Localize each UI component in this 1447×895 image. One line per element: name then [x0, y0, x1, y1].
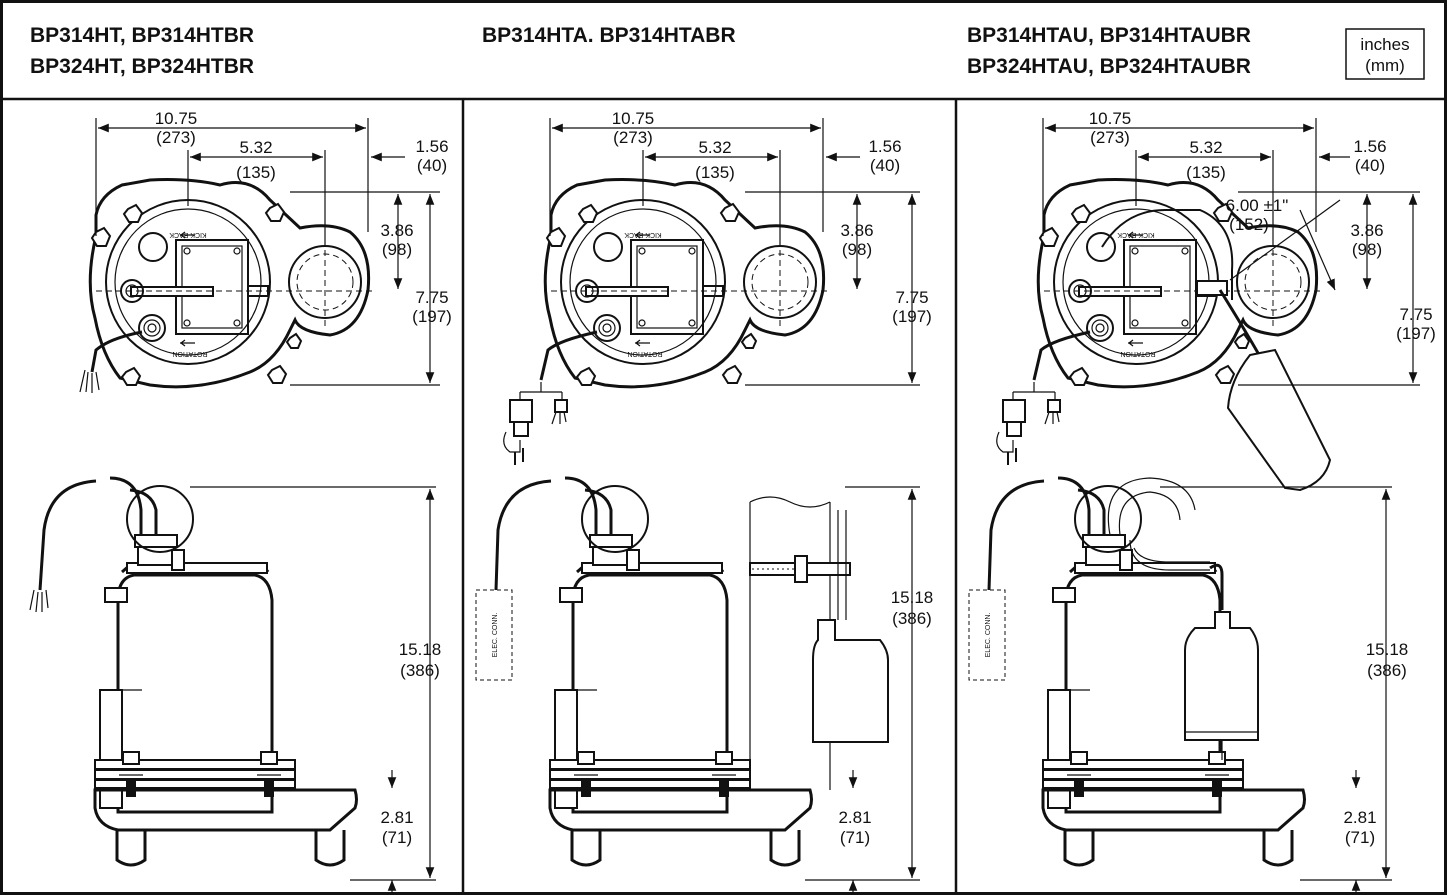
col3-dim-offset-mm: (40) [1355, 156, 1385, 175]
col2-dim-center-in: 5.32 [698, 138, 731, 157]
col3-dim-height-in: 15.18 [1366, 640, 1409, 659]
col1-dim-inlet-in: 2.81 [380, 808, 413, 827]
col1-dim-center-in: 5.32 [239, 138, 272, 157]
col2-dim-offset-in: 1.56 [868, 137, 901, 156]
col1-dim-half-mm: (98) [382, 240, 412, 259]
col1-top-view: 10.75 (273) 5.32 (135) 1.56 (40) 3.86 (9… [79, 109, 452, 393]
col1-dim-center-mm: (135) [236, 163, 276, 182]
col3-dim-tether-in: 6.00 ±1" [1226, 196, 1289, 215]
col3-rotation-label: ROTATION [1120, 350, 1155, 357]
col2-dim-depth-mm: (197) [892, 307, 932, 326]
col3-dim-half-mm: (98) [1352, 240, 1382, 259]
col2-dim-inlet-mm: (71) [840, 828, 870, 847]
col3-dim-width-in: 10.75 [1089, 109, 1132, 128]
col1-dim-height-mm: (386) [400, 661, 440, 680]
col3-elec-conn-label: ELEC. CONN. [985, 613, 992, 658]
col2-dim-height-mm: (386) [892, 609, 932, 628]
units-inches: inches [1360, 35, 1409, 54]
col3-dim-depth-mm: (197) [1396, 324, 1436, 343]
units-mm: (mm) [1365, 56, 1405, 75]
col1-side-view: 15.18 (386) 2.81 (71) [29, 476, 442, 895]
col1-dim-height-in: 15.18 [399, 640, 442, 659]
col3-dim-inlet-in: 2.81 [1343, 808, 1376, 827]
col3-dim-depth-in: 7.75 [1399, 305, 1432, 324]
col2-dim-height-in: 15.18 [891, 588, 934, 607]
units-box: inches (mm) [1345, 28, 1425, 80]
col3-elec-conn-box [968, 589, 1006, 681]
col3-kick-back-label: KICK BACK [1117, 231, 1155, 238]
col2-dim-half-in: 3.86 [840, 221, 873, 240]
col1-dim-offset-mm: (40) [417, 156, 447, 175]
col1-dim-width-in: 10.75 [155, 109, 198, 128]
col3-dim-center-mm: (135) [1186, 163, 1226, 182]
header-col3-line1: BP314HTAU, BP314HTAUBR [967, 24, 1251, 47]
col3-dim-tether-mm: (152) [1229, 215, 1269, 234]
col3-dim-center-in: 5.32 [1189, 138, 1222, 157]
col1-dim-inlet-mm: (71) [382, 828, 412, 847]
col2-top-view: 10.75 (273) 5.32 (135) 1.56 (40) 3.86 (9… [503, 109, 932, 465]
col2-elec-conn-box [475, 589, 513, 681]
col2-dim-depth-in: 7.75 [895, 288, 928, 307]
header-col1-line1: BP314HT, BP314HTBR [30, 24, 254, 47]
col1-dim-depth-mm: (197) [412, 307, 452, 326]
col1-dim-width-mm: (273) [156, 128, 196, 147]
col1-dim-depth-in: 7.75 [415, 288, 448, 307]
col3-top-view: 10.75 (273) 5.32 (135) 1.56 (40) 6.00 ±1… [996, 109, 1436, 492]
col3-dim-half-in: 3.86 [1350, 221, 1383, 240]
col2-dim-offset-mm: (40) [870, 156, 900, 175]
col1-dim-offset-in: 1.56 [415, 137, 448, 156]
col2-dim-width-in: 10.75 [612, 109, 655, 128]
col3-dim-offset-in: 1.56 [1353, 137, 1386, 156]
col2-dim-center-mm: (135) [695, 163, 735, 182]
col1-dim-half-in: 3.86 [380, 221, 413, 240]
col3-dim-width-mm: (273) [1090, 128, 1130, 147]
col1-kick-back-label: KICK BACK [169, 231, 207, 238]
col2-elec-conn-label: ELEC. CONN. [492, 613, 499, 658]
header-col1-line2: BP324HT, BP324HTBR [30, 55, 254, 78]
col3-side-view: ELEC. CONN. 15.18 (386) 2.81 (71) [968, 476, 1409, 895]
header-col2-line1: BP314HTA. BP314HTABR [482, 24, 736, 47]
col2-side-view: ELEC. CONN. 15.18 (386) 2.81 (71) [475, 476, 934, 895]
col3-dim-inlet-mm: (71) [1345, 828, 1375, 847]
col2-rotation-label: ROTATION [627, 350, 662, 357]
col2-dim-inlet-in: 2.81 [838, 808, 871, 827]
header-col3-line2: BP324HTAU, BP324HTAUBR [967, 55, 1251, 78]
col2-dim-width-mm: (273) [613, 128, 653, 147]
col2-dim-half-mm: (98) [842, 240, 872, 259]
col1-rotation-label: ROTATION [172, 350, 207, 357]
col3-dim-height-mm: (386) [1367, 661, 1407, 680]
col2-kick-back-label: KICK BACK [624, 231, 662, 238]
